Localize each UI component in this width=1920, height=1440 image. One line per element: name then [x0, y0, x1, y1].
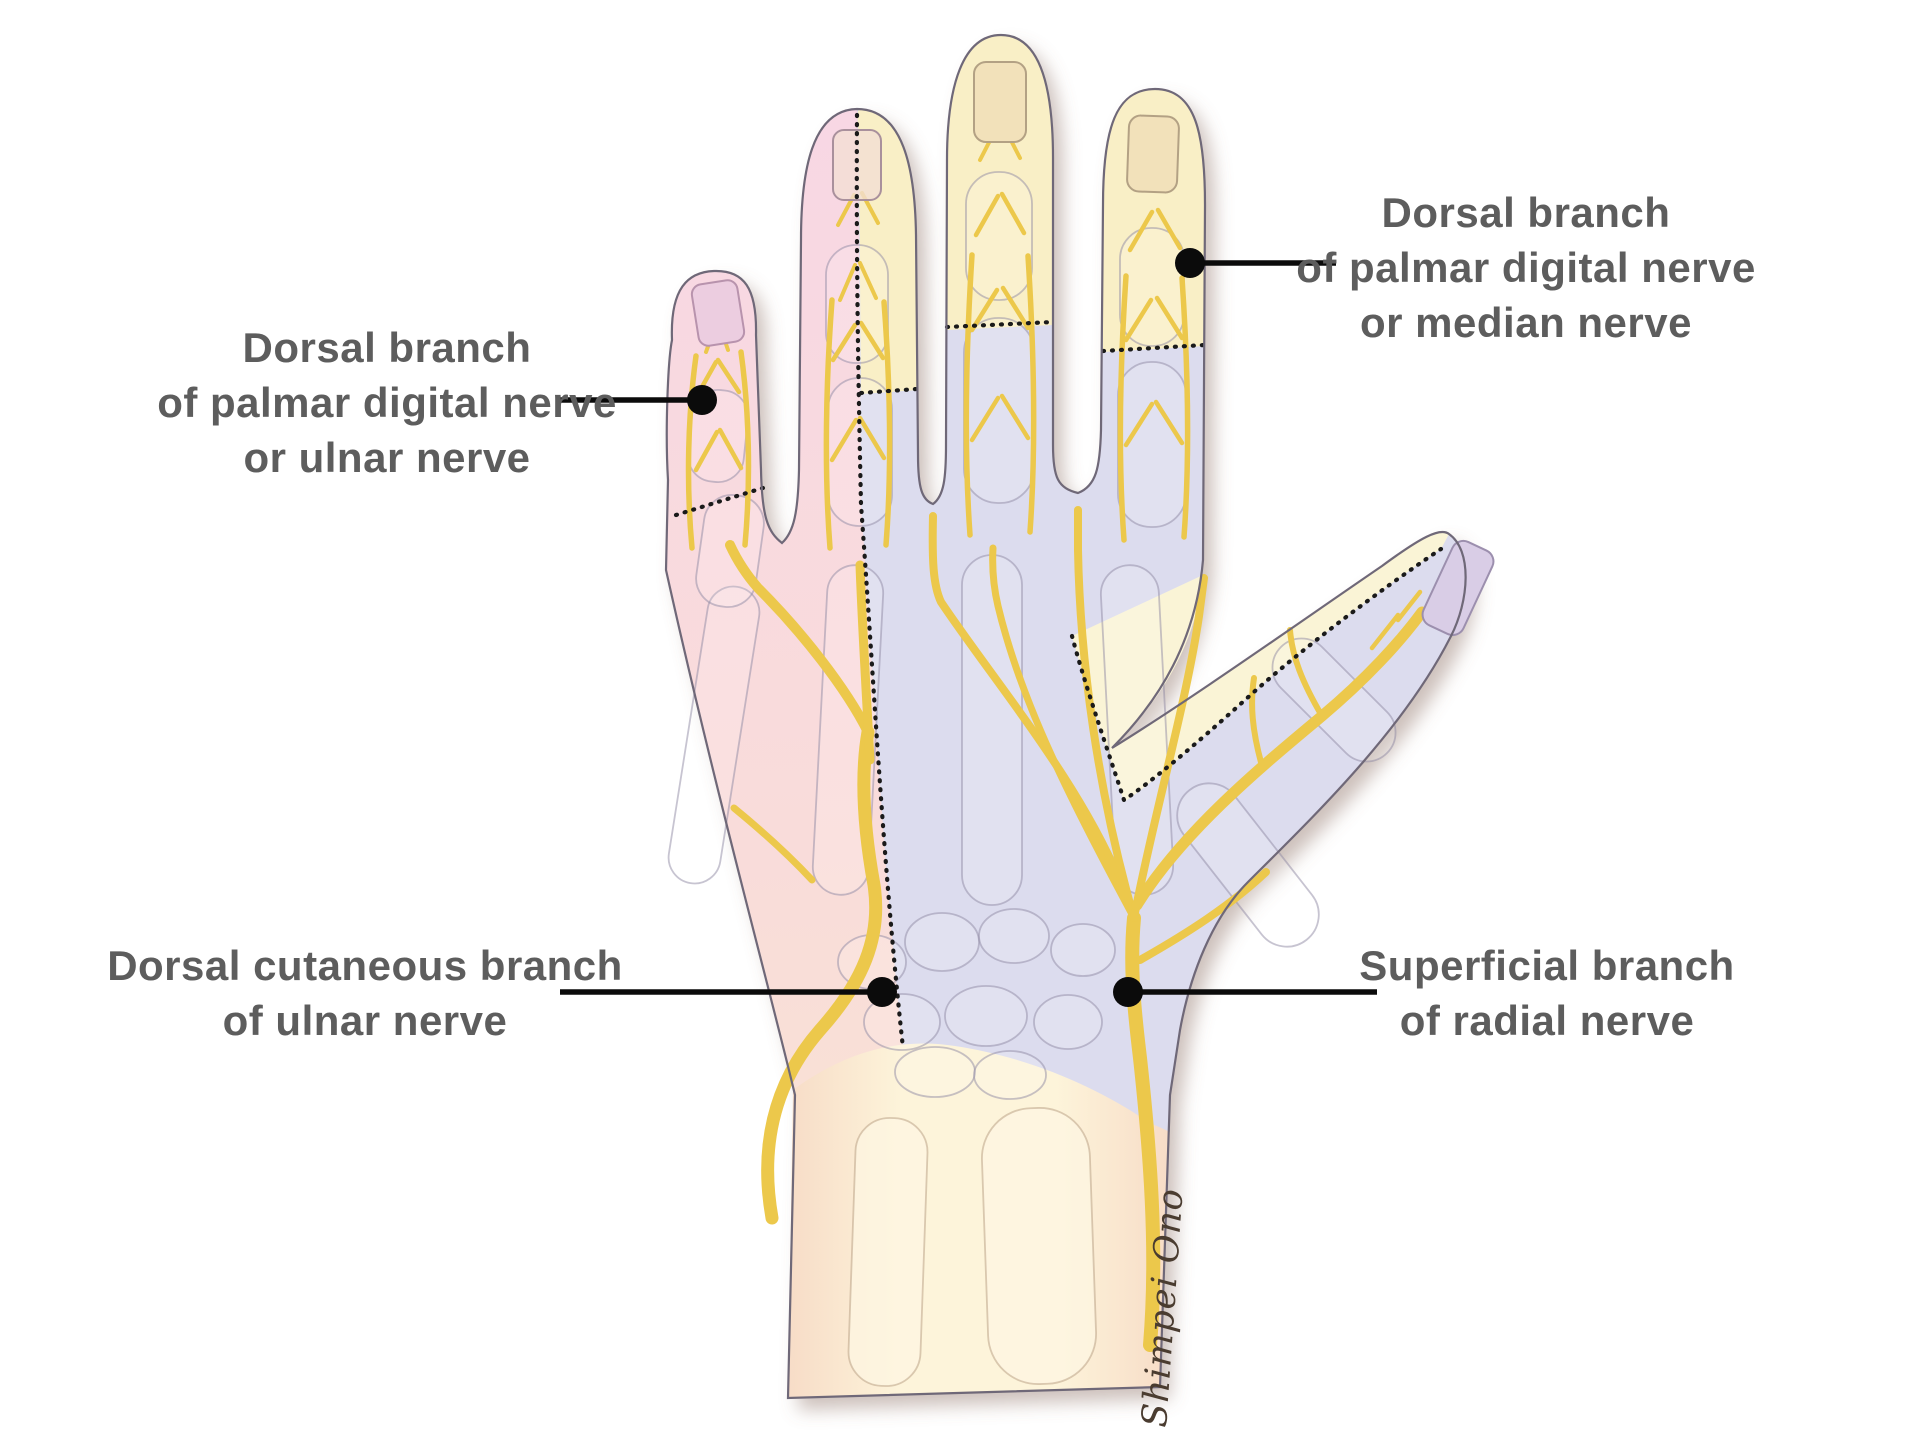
label-line: of ulnar nerve: [222, 997, 508, 1044]
nerve-branches: [685, 121, 1428, 1352]
label-line: or median nerve: [1360, 299, 1692, 346]
label-line: of radial nerve: [1399, 997, 1695, 1044]
territory-boundary-dotted-lines: [673, 112, 1444, 1051]
label-line: Superficial branch: [1359, 942, 1735, 989]
label-dorsal-branch-ulnar: Dorsal branch of palmar digital nerve or…: [157, 320, 617, 485]
ring-nail: [832, 129, 882, 201]
label-line: or ulnar nerve: [243, 434, 531, 481]
label-line: Dorsal cutaneous branch: [107, 942, 623, 989]
label-line: of palmar digital nerve: [157, 379, 617, 426]
middle-nail: [973, 61, 1027, 143]
index-nail: [1126, 114, 1180, 194]
ulnar-zone: [666, 109, 903, 1092]
label-dorsal-cutaneous-ulnar: Dorsal cutaneous branch of ulnar nerve: [107, 938, 623, 1048]
label-line: Dorsal branch: [1381, 189, 1671, 236]
pinky-nail: [690, 279, 746, 347]
thumb-nail: [1421, 539, 1495, 637]
leader-lines: [556, 260, 1377, 995]
label-line: Dorsal branch: [242, 324, 532, 371]
bone-outlines: [667, 171, 1397, 1387]
label-line: of palmar digital nerve: [1296, 244, 1756, 291]
label-dorsal-branch-median: Dorsal branch of palmar digital nerve or…: [1296, 185, 1756, 350]
label-superficial-radial: Superficial branch of radial nerve: [1359, 938, 1734, 1048]
fingernails: [690, 61, 1495, 637]
leader-dots: [687, 248, 1205, 1007]
